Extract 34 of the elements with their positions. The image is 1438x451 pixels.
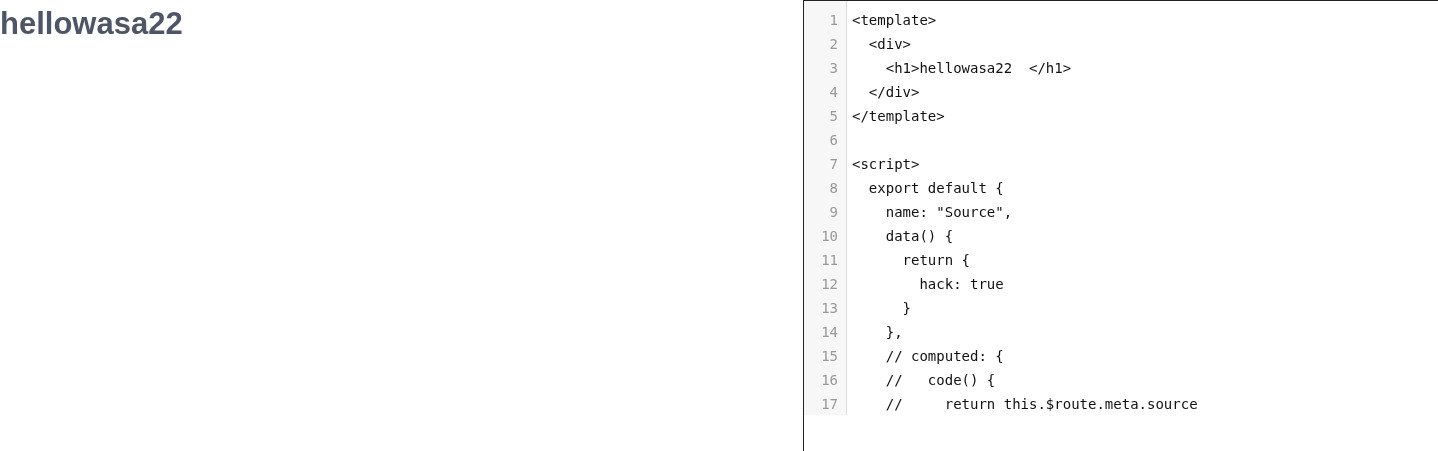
code-line: // return this.$route.meta.source [884, 395, 1198, 414]
line-number: 5 [828, 107, 838, 126]
code-line: </template> [852, 107, 945, 126]
line-number: 8 [828, 179, 838, 198]
code-line: data() { [884, 227, 954, 246]
line-number: 2 [828, 35, 838, 54]
code-line: <h1>hellowasa22 </h1> [884, 59, 1072, 78]
line-number: 1 [828, 11, 838, 30]
code-line: // computed: { [884, 347, 1004, 366]
code-line: <div> [867, 35, 911, 54]
line-number: 14 [820, 323, 838, 342]
line-number: 6 [828, 131, 838, 150]
code-line: <script> [852, 155, 920, 174]
line-number: 17 [820, 395, 838, 414]
line-number: 16 [820, 371, 838, 390]
code-line: name: "Source", [884, 203, 1013, 222]
line-number: 3 [828, 59, 838, 78]
page-heading: hellowasa22 [0, 5, 183, 43]
line-number: 7 [828, 155, 838, 174]
line-number: 10 [820, 227, 838, 246]
line-number: 12 [820, 275, 838, 294]
code-line: export default { [867, 179, 1004, 198]
code-line: // code() { [884, 371, 996, 390]
line-number: 11 [820, 251, 838, 270]
line-number: 13 [820, 299, 838, 318]
code-line: return { [901, 251, 970, 270]
code-line: } [901, 299, 911, 318]
line-number: 4 [828, 83, 838, 102]
code-line: </div> [867, 83, 920, 102]
code-line: <template> [852, 11, 937, 30]
code-line: hack: true [918, 275, 1004, 294]
line-number: 9 [828, 203, 838, 222]
code-line: }, [884, 323, 903, 342]
line-number: 15 [820, 347, 838, 366]
